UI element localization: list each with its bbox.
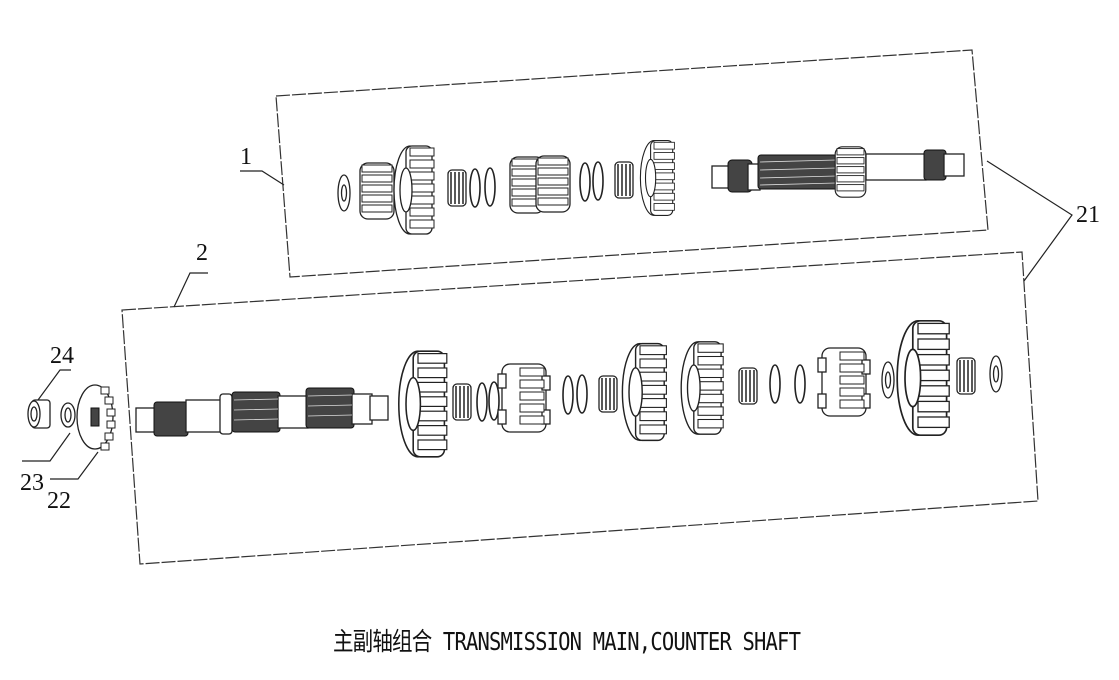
splined-counter-shaft: [135, 387, 389, 437]
callout-23: 23: [20, 432, 71, 496]
splined-main-shaft: [711, 146, 965, 198]
dog-gear-part: [817, 347, 871, 417]
circlip-part: [576, 374, 588, 414]
callout-24: 24: [37, 343, 74, 401]
diagram-caption: 主副轴组合 TRANSMISSION MAIN,COUNTER SHAFT: [333, 627, 801, 656]
circlip-part: [579, 162, 591, 202]
callout-label-22: 22: [47, 488, 71, 514]
callout-label-21: 21: [1076, 202, 1100, 228]
circlip-part: [592, 161, 604, 201]
main-shaft-assembly: [275, 49, 989, 278]
needle-bearing-part: [614, 161, 634, 199]
large-gear-part: [393, 145, 435, 235]
callout-1: 1: [240, 144, 285, 186]
needle-bearing-part: [738, 367, 758, 405]
washer-part: [881, 361, 895, 399]
circlip-part: [476, 382, 488, 422]
large-gear-part: [398, 350, 448, 458]
callout-21: 21: [986, 160, 1100, 282]
circlip-part: [469, 168, 481, 208]
callout-label-1: 1: [240, 144, 252, 170]
needle-bearing-part: [447, 169, 467, 207]
washer-part: [989, 355, 1003, 393]
circlip-part: [562, 375, 574, 415]
dog-gear-part: [497, 363, 551, 433]
dual-gear-part: [535, 155, 571, 213]
gear-part: [621, 342, 668, 442]
callout-label-23: 23: [20, 470, 44, 496]
callout-label-24: 24: [50, 343, 74, 369]
counter-shaft-assembly: [121, 251, 1039, 565]
circlip-part: [769, 364, 781, 404]
lower-assembly-frame: [121, 251, 1039, 565]
callout-2: 2: [173, 240, 208, 308]
needle-bearing-part: [452, 383, 472, 421]
callout-22: 22: [47, 451, 99, 514]
sprocket-part: [76, 384, 116, 451]
circlip-part: [484, 167, 496, 207]
washer-part: [337, 174, 351, 212]
gear-part: [639, 140, 675, 216]
upper-assembly-frame: [275, 49, 989, 278]
callout-label-2: 2: [196, 240, 208, 266]
needle-bearing-part: [598, 375, 618, 413]
gear-part: [680, 341, 724, 435]
needle-bearing-part: [956, 357, 976, 395]
circlip-part: [794, 364, 806, 404]
small-gear-part: [359, 162, 395, 220]
nut-part: [27, 399, 51, 429]
washer-part-23: [60, 402, 76, 428]
large-gear-part: [896, 319, 951, 437]
